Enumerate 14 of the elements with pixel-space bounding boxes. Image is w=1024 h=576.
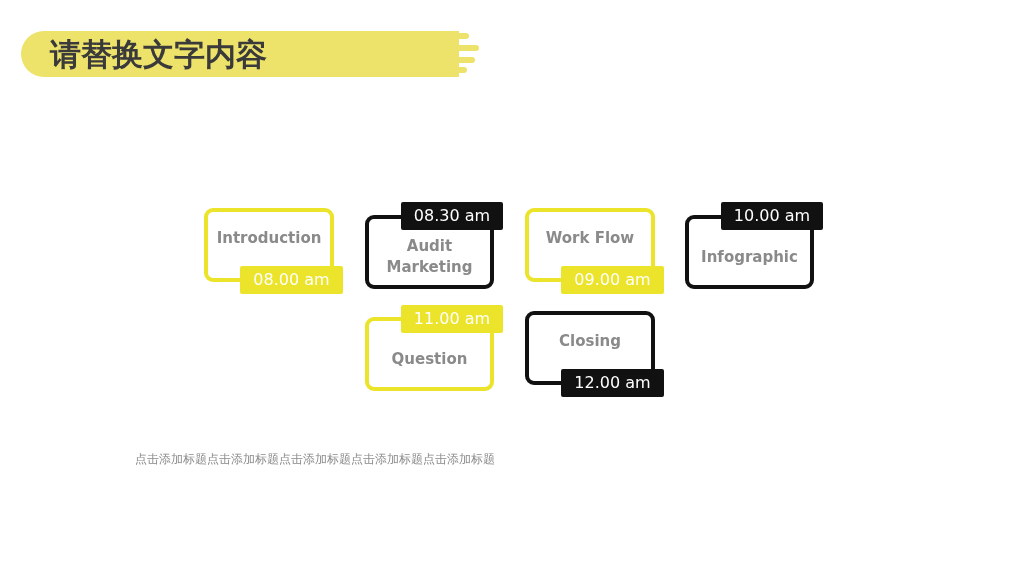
time-badge: 10.00 am [721,202,823,230]
card-title: Infographic [700,246,799,268]
caption-text: 点击添加标题点击添加标题点击添加标题点击添加标题点击添加标题 [135,451,495,468]
card-title: Introduction [215,227,323,249]
card-title: Work Flow [544,227,636,249]
time-badge: 08.00 am [240,266,343,294]
time-badge: 11.00 am [401,305,503,333]
card-title: Audit Marketing [385,236,474,278]
card-title: Question [390,348,469,370]
card-title: Closing [558,330,622,352]
time-badge: 08.30 am [401,202,503,230]
title-text: 请替换文字内容 [50,35,267,74]
time-badge: 09.00 am [561,266,664,294]
time-badge: 12.00 am [561,369,664,397]
